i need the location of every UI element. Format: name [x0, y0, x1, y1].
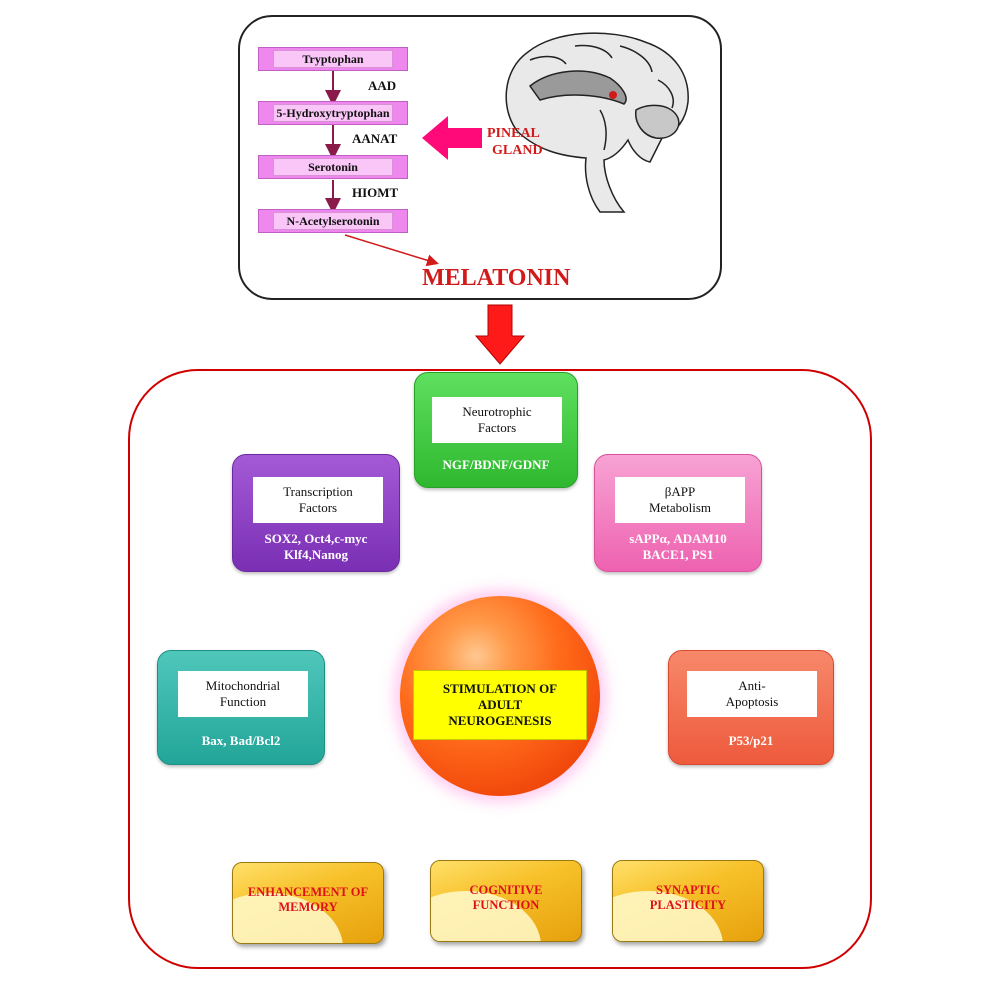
title-line: Function	[219, 694, 267, 709]
pathway-step-label: Serotonin	[273, 158, 393, 176]
bapp-metabolism-detail-line1: sAPPα, ADAM10	[629, 531, 727, 546]
enzyme-label: HIOMT	[352, 185, 399, 200]
center-label-line: STIMULATION OF	[442, 681, 558, 696]
title-line: Factors	[298, 500, 338, 515]
melatonin-label: MELATONIN	[422, 265, 571, 291]
pathway-step-5-hydroxytryptophan: 5-Hydroxytryptophan	[258, 101, 408, 125]
title-line: Anti-	[738, 678, 766, 693]
pathway-step-label: N-Acetylserotonin	[273, 212, 393, 230]
title-line: βAPP	[664, 484, 696, 499]
enzyme-label: AAD	[368, 78, 397, 93]
neurotrophic-factors-detail: NGF/BDNF/GDNF	[442, 457, 550, 472]
bapp-metabolism-detail-line2: BACE1, PS1	[642, 547, 714, 562]
title-line: Factors	[477, 420, 517, 435]
title-line: Apoptosis	[725, 694, 779, 709]
brain-illustration	[505, 32, 689, 213]
title-line: Transcription	[283, 484, 353, 499]
pathway-step-label: 5-Hydroxytryptophan	[273, 104, 393, 122]
title-line: Metabolism	[648, 500, 712, 515]
melatonin-connector	[344, 234, 439, 267]
title-line: Mitochondrial	[205, 678, 281, 693]
enzyme-label: AANAT	[352, 131, 398, 146]
title-line: Neurotrophic	[462, 404, 532, 419]
pathway-step-label: Tryptophan	[273, 50, 393, 68]
anti-apoptosis-title: Anti-Apoptosis	[687, 671, 817, 717]
pathway-step-serotonin: Serotonin	[258, 155, 408, 179]
transcription-factors-detail-line1: SOX2, Oct4,c-myc	[264, 531, 368, 546]
pineal-label-line1: PINEAL	[487, 126, 540, 141]
transcription-factors-detail-line2: Klf4,Nanog	[284, 547, 348, 562]
pathway-step-n-acetylserotonin: N-Acetylserotonin	[258, 209, 408, 233]
center-label-line: NEUROGENESIS	[448, 713, 552, 728]
pathway-step-tryptophan: Tryptophan	[258, 47, 408, 71]
pineal-gland-marker	[609, 91, 617, 99]
center-label-line: ADULT	[477, 697, 523, 712]
anti-apoptosis-detail: P53/p21	[728, 733, 774, 748]
mitochondrial-function-detail: Bax, Bad/Bcl2	[201, 733, 281, 748]
pineal-label-line2: GLAND	[492, 143, 543, 158]
pineal-arrow	[422, 116, 482, 160]
melatonin-down-arrow	[474, 304, 526, 365]
anti-apoptosis-box: Anti-Apoptosis P53/p21	[668, 650, 834, 765]
